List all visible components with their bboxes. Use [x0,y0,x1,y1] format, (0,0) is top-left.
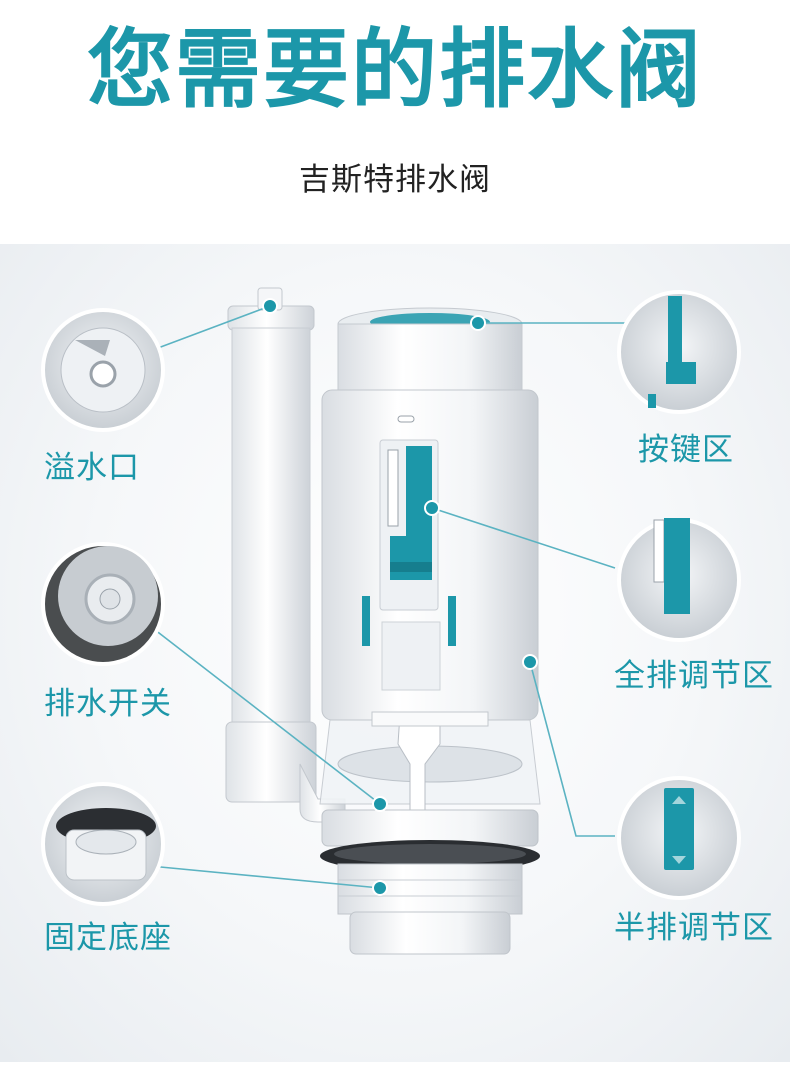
dot-drain-switch [372,796,388,812]
detail-fixed-base [41,782,165,906]
dot-fixed-base [372,880,388,896]
callout-half-flush-adjust: 半排调节区 [614,910,774,946]
base-assembly [320,809,540,955]
page-title: 您需要的排水阀 [87,20,703,120]
detail-half-flush [617,776,741,900]
dot-button-area [470,315,486,331]
detail-button-area [617,290,741,414]
overflow-tube [225,287,346,823]
drain-valve-illustration [41,287,741,955]
detail-overflow-port [41,308,165,432]
leader-lines [149,305,625,889]
dot-overflow-port [262,298,278,314]
detail-full-flush [617,518,741,642]
product-stage: 溢水口 排水开关 固定底座 按键区 全排调节区 半排调节区 [0,244,790,1062]
callout-overflow-port: 溢水口 [44,450,140,486]
callout-full-flush-adjust: 全排调节区 [614,658,774,694]
dot-half-flush [522,654,538,670]
callout-fixed-base: 固定底座 [44,920,172,956]
float-cage [319,711,541,811]
leader-dots [262,298,538,896]
dot-full-flush [424,500,440,516]
valve-body [321,307,539,721]
page-subtitle: 吉斯特排水阀 [299,162,491,198]
callout-drain-switch: 排水开关 [44,686,172,722]
callout-button-area: 按键区 [638,432,734,468]
detail-drain-switch [41,542,165,666]
